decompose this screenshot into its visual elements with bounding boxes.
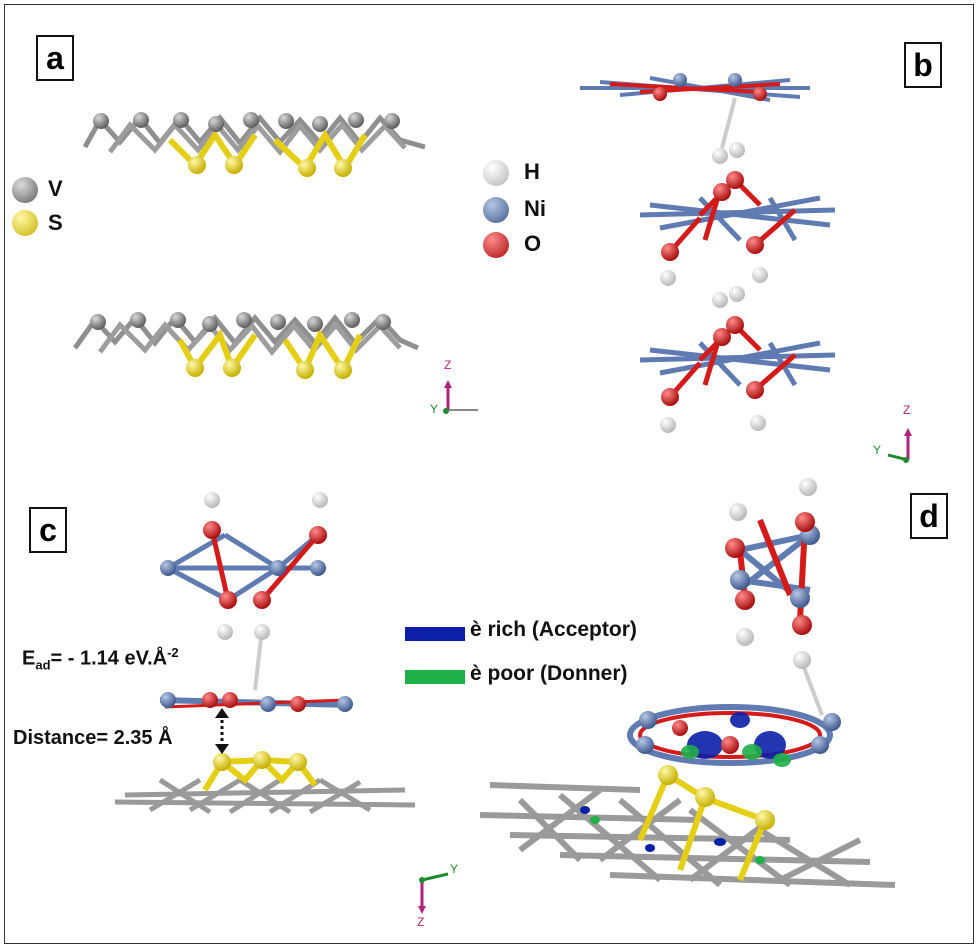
adsorbed-nioh2-d — [725, 478, 824, 716]
nioh2-layer-2 — [639, 286, 836, 433]
nio-plane-c — [159, 692, 353, 712]
nioh2-layer-1 — [639, 142, 836, 286]
distance-label: Distance= 2.35 Å — [13, 727, 173, 749]
oxygen-key-icon — [483, 232, 509, 258]
axis-triad-c — [418, 872, 449, 914]
axis-y-a: Y — [430, 402, 439, 416]
poor-swatch — [405, 670, 465, 684]
sulfur-label: S — [48, 210, 63, 235]
vs2-substrate-d — [479, 765, 896, 888]
axis-y-c: Y — [450, 862, 459, 876]
rich-label: è rich (Acceptor) — [470, 618, 637, 641]
axis-triad-a — [443, 380, 478, 414]
axis-z-c: Z — [417, 915, 425, 929]
oxygen-label: O — [524, 231, 542, 256]
vs2-substrate-c — [114, 751, 416, 815]
ead-symbol: E — [22, 647, 36, 670]
vanadium-key-icon — [12, 177, 38, 203]
rich-swatch — [405, 627, 465, 641]
axis-z-a: Z — [444, 358, 452, 372]
ead-value: = - 1.14 eV.Å — [50, 647, 168, 670]
vanadium-label: V — [48, 176, 63, 201]
panel-label-a: a — [36, 35, 74, 81]
nickel-label: Ni — [524, 196, 546, 221]
nio-top-plane — [580, 73, 810, 149]
panel-label-b: b — [904, 42, 942, 88]
distance-arrow — [215, 708, 229, 754]
ead-superscript: -2 — [167, 645, 179, 660]
panel-label-d: d — [910, 493, 948, 539]
nio-plane-d — [627, 704, 841, 767]
hydrogen-key-icon — [483, 160, 509, 186]
adsorption-energy: Ead= - 1.14 eV.Å-2 — [22, 645, 179, 673]
vs2-top-layer — [82, 112, 426, 177]
axis-z-b: Z — [903, 403, 911, 417]
vs2-bottom-layer — [72, 312, 420, 379]
sulfur-key-icon — [12, 210, 38, 236]
panel-label-c: c — [29, 507, 67, 553]
axis-triad-b — [887, 428, 912, 463]
ead-subscript: ad — [35, 657, 51, 673]
hydrogen-label: H — [524, 159, 540, 184]
poor-label: è poor (Donner) — [470, 662, 628, 685]
axis-y-b: Y — [873, 443, 882, 457]
adsorbed-nioh2-c — [160, 492, 328, 691]
nickel-key-icon — [483, 197, 509, 223]
